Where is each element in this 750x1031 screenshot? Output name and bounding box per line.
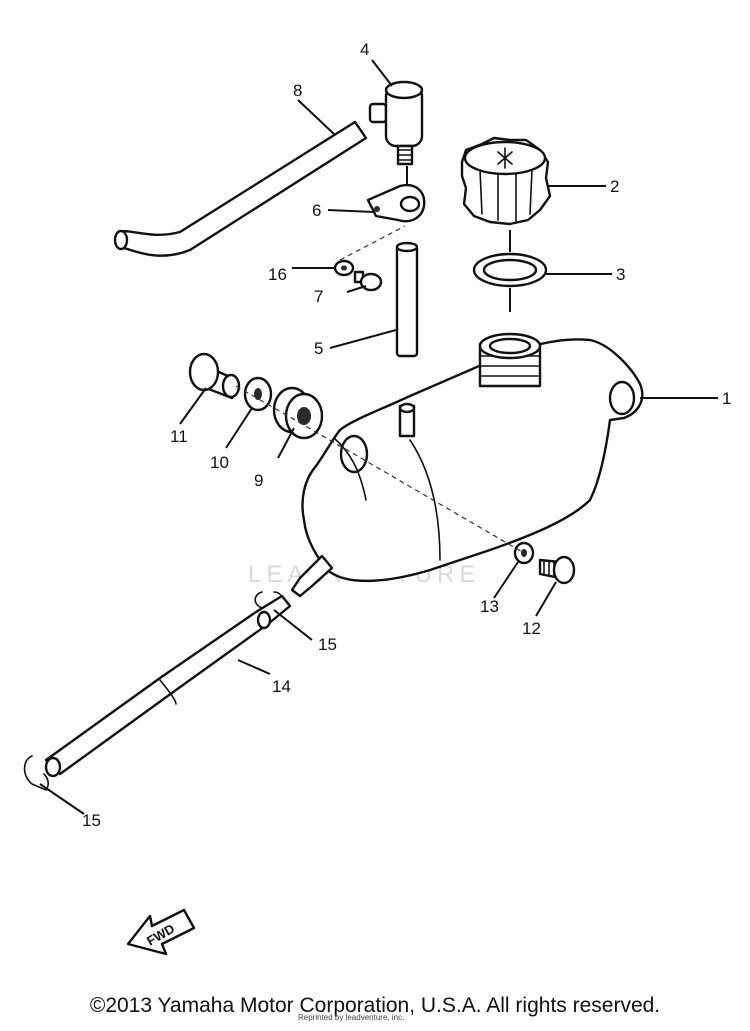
part-1-oil-tank (290, 332, 644, 598)
part-3-gasket (472, 252, 548, 288)
callout-15-lower: 15 (82, 811, 101, 830)
reprint-notice: Reprinted by leadventure, inc. (298, 1013, 405, 1022)
leader-lines (39, 59, 718, 815)
part-14-oil-hose (44, 594, 292, 778)
callout-14: 14 (272, 677, 291, 696)
part-16-washer (333, 259, 355, 277)
part-8-breather-hose (113, 120, 368, 257)
part-10-washer (243, 376, 273, 412)
part-11-collar (188, 352, 241, 400)
callout-7: 7 (314, 287, 323, 306)
part-9-grommet (272, 386, 324, 440)
callout-11: 11 (170, 427, 188, 446)
part-2-filler-cap (460, 136, 552, 226)
callout-13: 13 (480, 597, 499, 616)
callout-2: 2 (610, 177, 619, 196)
callout-1: 1 (722, 389, 731, 408)
callout-4: 4 (360, 40, 369, 59)
callout-10: 10 (210, 453, 229, 472)
assembly-line-screw (339, 225, 406, 261)
part-5-vent-pipe (395, 241, 419, 358)
callout-8: 8 (293, 81, 302, 100)
callout-9: 9 (254, 471, 263, 490)
callout-16: 16 (268, 265, 287, 284)
callout-5: 5 (314, 339, 323, 358)
copyright-notice: ©2013 Yamaha Motor Corporation, U.S.A. A… (89, 994, 661, 1017)
part-15-clip-lower (23, 755, 49, 791)
callout-3: 3 (616, 265, 625, 284)
part-13-washer (513, 541, 535, 565)
assembly-line-mount (235, 385, 525, 554)
callout-12: 12 (522, 619, 541, 638)
callout-15-upper: 15 (318, 635, 337, 654)
part-12-bolt (538, 555, 576, 585)
part-6-clamp (366, 183, 426, 223)
fwd-arrow-icon: FWD (126, 908, 196, 956)
callout-6: 6 (312, 201, 321, 220)
part-4-vent-fitting (368, 80, 424, 166)
